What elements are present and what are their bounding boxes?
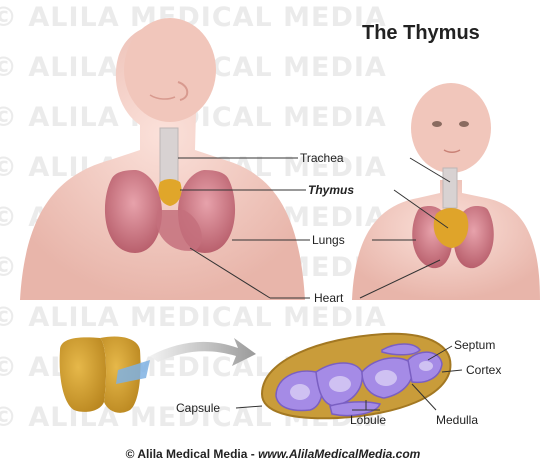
thymus-gland — [60, 337, 150, 413]
label-septum: Septum — [454, 338, 495, 352]
adult-figure — [20, 18, 305, 300]
adult-head — [124, 18, 216, 122]
label-capsule: Capsule — [176, 401, 220, 415]
label-heart: Heart — [314, 291, 343, 305]
diagram-title: The Thymus — [362, 22, 480, 45]
label-thymus: Thymus — [308, 183, 354, 197]
label-lungs: Lungs — [312, 233, 345, 247]
zoom-arrow — [150, 338, 256, 366]
thymus-cross-section — [262, 334, 450, 418]
adult-left-lung — [105, 170, 162, 253]
label-cortex: Cortex — [466, 363, 501, 377]
child-head — [411, 83, 491, 173]
child-figure — [352, 83, 540, 300]
label-lobule: Lobule — [350, 413, 386, 427]
label-trachea: Trachea — [300, 151, 344, 165]
footer-url: www.AlilaMedicalMedia.com — [258, 447, 420, 461]
footer-credit: © Alila Medical Media - www.AlilaMedical… — [0, 447, 546, 461]
child-trachea — [443, 168, 457, 208]
label-medulla: Medulla — [436, 413, 478, 427]
adult-trachea — [160, 128, 178, 188]
footer-credit-text: © Alila Medical Media - — [126, 447, 258, 461]
